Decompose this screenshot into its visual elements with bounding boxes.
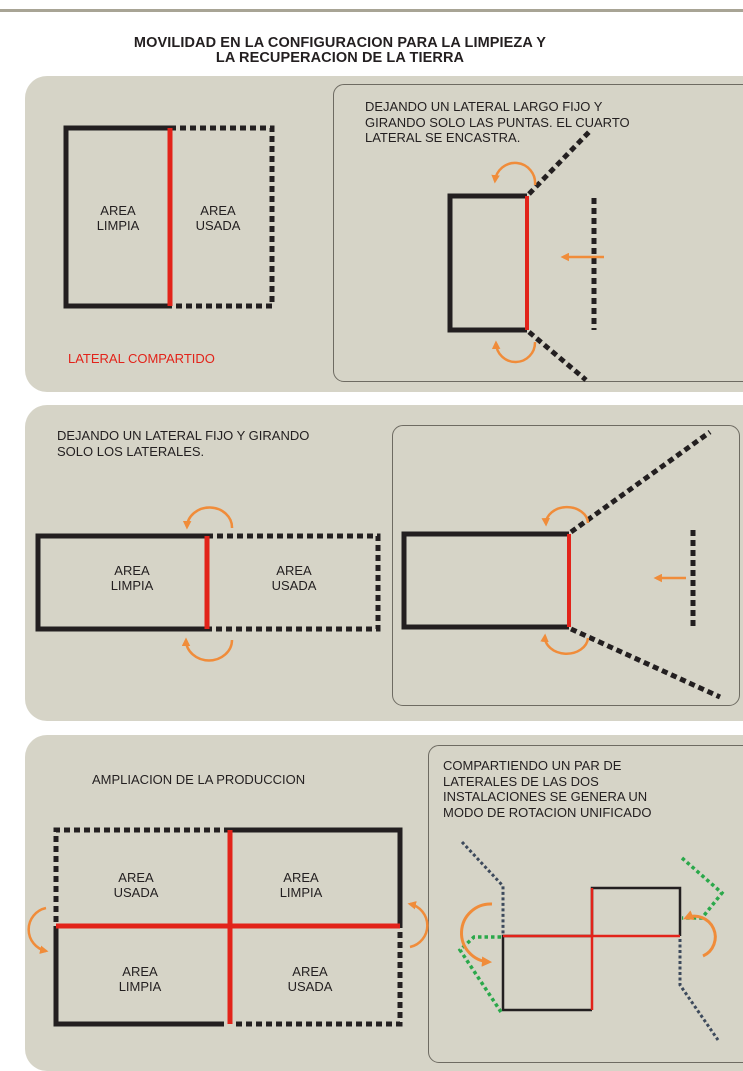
used-area-label: AREA USADA bbox=[271, 563, 317, 593]
bottom-left-area-label: AREA LIMPIA bbox=[118, 964, 162, 994]
section-2-inner-panel bbox=[392, 425, 740, 706]
page-title-line-2: LA RECUPERACION DE LA TIERRA bbox=[215, 50, 465, 66]
section-2-note: DEJANDO UN LATERAL FIJO Y GIRANDO SOLO L… bbox=[57, 428, 310, 459]
section-1-note: DEJANDO UN LATERAL LARGO FIJO Y GIRANDO … bbox=[365, 99, 630, 145]
clean-area-label: AREA LIMPIA bbox=[96, 203, 140, 233]
bottom-right-area-label: AREA USADA bbox=[287, 964, 333, 994]
section-3-heading: AMPLIACION DE LA PRODUCCION bbox=[92, 772, 306, 787]
shared-side-label: LATERAL COMPARTIDO bbox=[68, 351, 215, 366]
page-title-line-1: MOVILIDAD EN LA CONFIGURACION PARA LA LI… bbox=[133, 35, 547, 51]
top-left-area-label: AREA USADA bbox=[113, 870, 159, 900]
top-right-area-label: AREA LIMPIA bbox=[279, 870, 323, 900]
used-area-label: AREA USADA bbox=[195, 203, 241, 233]
top-rule bbox=[0, 9, 743, 12]
section-3-note: COMPARTIENDO UN PAR DE LATERALES DE LAS … bbox=[443, 758, 652, 820]
clean-area-label: AREA LIMPIA bbox=[110, 563, 154, 593]
